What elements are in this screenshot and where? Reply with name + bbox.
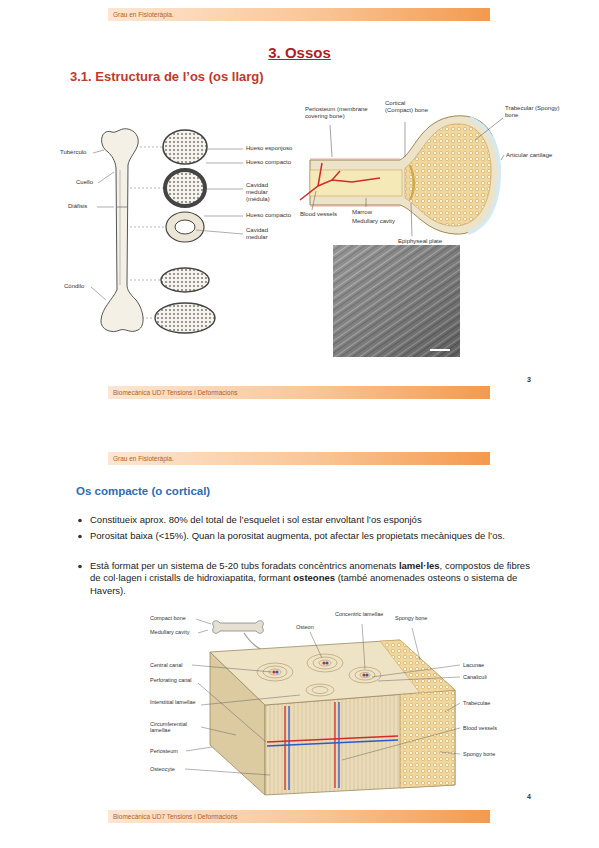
part-label: Cóndilo	[64, 283, 84, 290]
part-label: Hueso compacto	[246, 159, 291, 166]
part-label: Perforating canal	[150, 677, 198, 683]
header-bar: Grau en Fisioteràpia.	[108, 452, 490, 465]
slide-title: 3. Ossos	[268, 44, 331, 61]
part-label: Lacunae	[463, 662, 484, 668]
part-label: Spongy bone	[463, 751, 495, 757]
part-label: Canaliculi	[463, 674, 487, 680]
part-label: Circumferential lamellae	[150, 721, 200, 734]
part-label: Marrow	[352, 209, 372, 216]
bold-term: osteones	[293, 572, 335, 583]
page-number: 3	[527, 376, 531, 384]
bullet-text: Està format per un sistema de 5-20 tubs …	[90, 560, 396, 571]
part-label: Medullary cavity	[352, 218, 395, 225]
bold-term: lamel·les	[399, 560, 440, 571]
header-bar: Grau en Fisioteràpia.	[108, 8, 490, 21]
part-label: Articular cartilage	[506, 152, 556, 159]
page-number: 4	[527, 793, 531, 801]
part-label: Periosteum (membrane covering bone)	[305, 106, 377, 120]
section-heading: Os compacte (o cortical)	[76, 485, 210, 498]
section-heading: 3.1. Estructura de l’os (os llarg)	[70, 70, 264, 85]
part-label: Diáfisis	[68, 203, 87, 210]
part-label: Osteon	[296, 624, 314, 630]
footer-bar: Biomecànica UD7 Tensions i Deformacions	[108, 386, 490, 399]
part-label: Cuello	[76, 179, 93, 186]
part-label: Osteocyte	[150, 766, 198, 772]
part-label: Central canal	[150, 662, 198, 668]
bullet-paragraph: Està format per un sistema de 5-20 tubs …	[90, 560, 535, 597]
part-label: Periosteum	[150, 748, 198, 754]
bar-text: Grau en Fisioteràpia.	[113, 11, 174, 18]
part-label: Blood vessels	[463, 725, 497, 731]
bar-text: Biomecànica UD7 Tensions i Deformacions	[113, 389, 238, 396]
part-label: Blood vessels	[300, 211, 337, 218]
bar-text: Biomecànica UD7 Tensions i Deformacions	[113, 813, 238, 820]
part-label: Spongy bone	[395, 615, 427, 621]
part-label: Interstitial lamellae	[150, 699, 200, 705]
part-label: Cavidad medular	[246, 227, 282, 241]
footer-bar: Biomecànica UD7 Tensions i Deformacions	[108, 810, 490, 823]
part-label: Tubérculo	[60, 149, 86, 156]
bullet-text: Porositat baixa (<15%). Quan la porosita…	[90, 530, 535, 542]
part-label: Trabecular (Spongy) bone	[505, 105, 561, 119]
part-label: Concentric lamellae	[335, 611, 383, 617]
part-label: Medullary cavity	[150, 629, 198, 635]
part-label: Epiphyseal plate	[398, 238, 442, 245]
part-label: Trabeculae	[463, 700, 490, 706]
part-label: Cortical (Compact) bone	[385, 100, 431, 114]
part-label: Hueso compacto	[246, 212, 291, 219]
part-label: Hueso esponjoso	[246, 145, 292, 152]
bar-text: Grau en Fisioteràpia.	[113, 455, 174, 462]
bullet-text: Constitueix aprox. 80% del total de l’es…	[90, 514, 545, 526]
part-label: Cavidad medular (médula)	[246, 182, 290, 203]
part-label: Compact bone	[150, 615, 198, 621]
